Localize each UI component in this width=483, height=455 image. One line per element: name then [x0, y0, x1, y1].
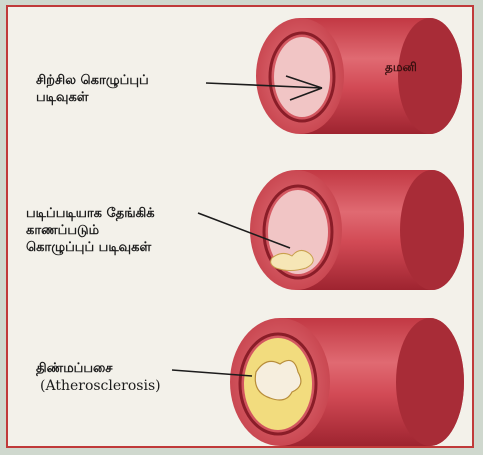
stage1-label: சிற்சில கொழுப்புப் படிவுகள் [36, 72, 149, 106]
artery-3 [230, 318, 464, 446]
stage2-label: படிப்படியாக தேங்கிக் காணப்படும் கொழுப்பு… [26, 205, 155, 256]
stage3-latin-label: (Atherosclerosis) [40, 378, 161, 395]
artery-name-label: தமனி [385, 60, 417, 76]
stage3-label: திண்மப்பசை [36, 360, 113, 377]
artery-2 [250, 170, 464, 290]
